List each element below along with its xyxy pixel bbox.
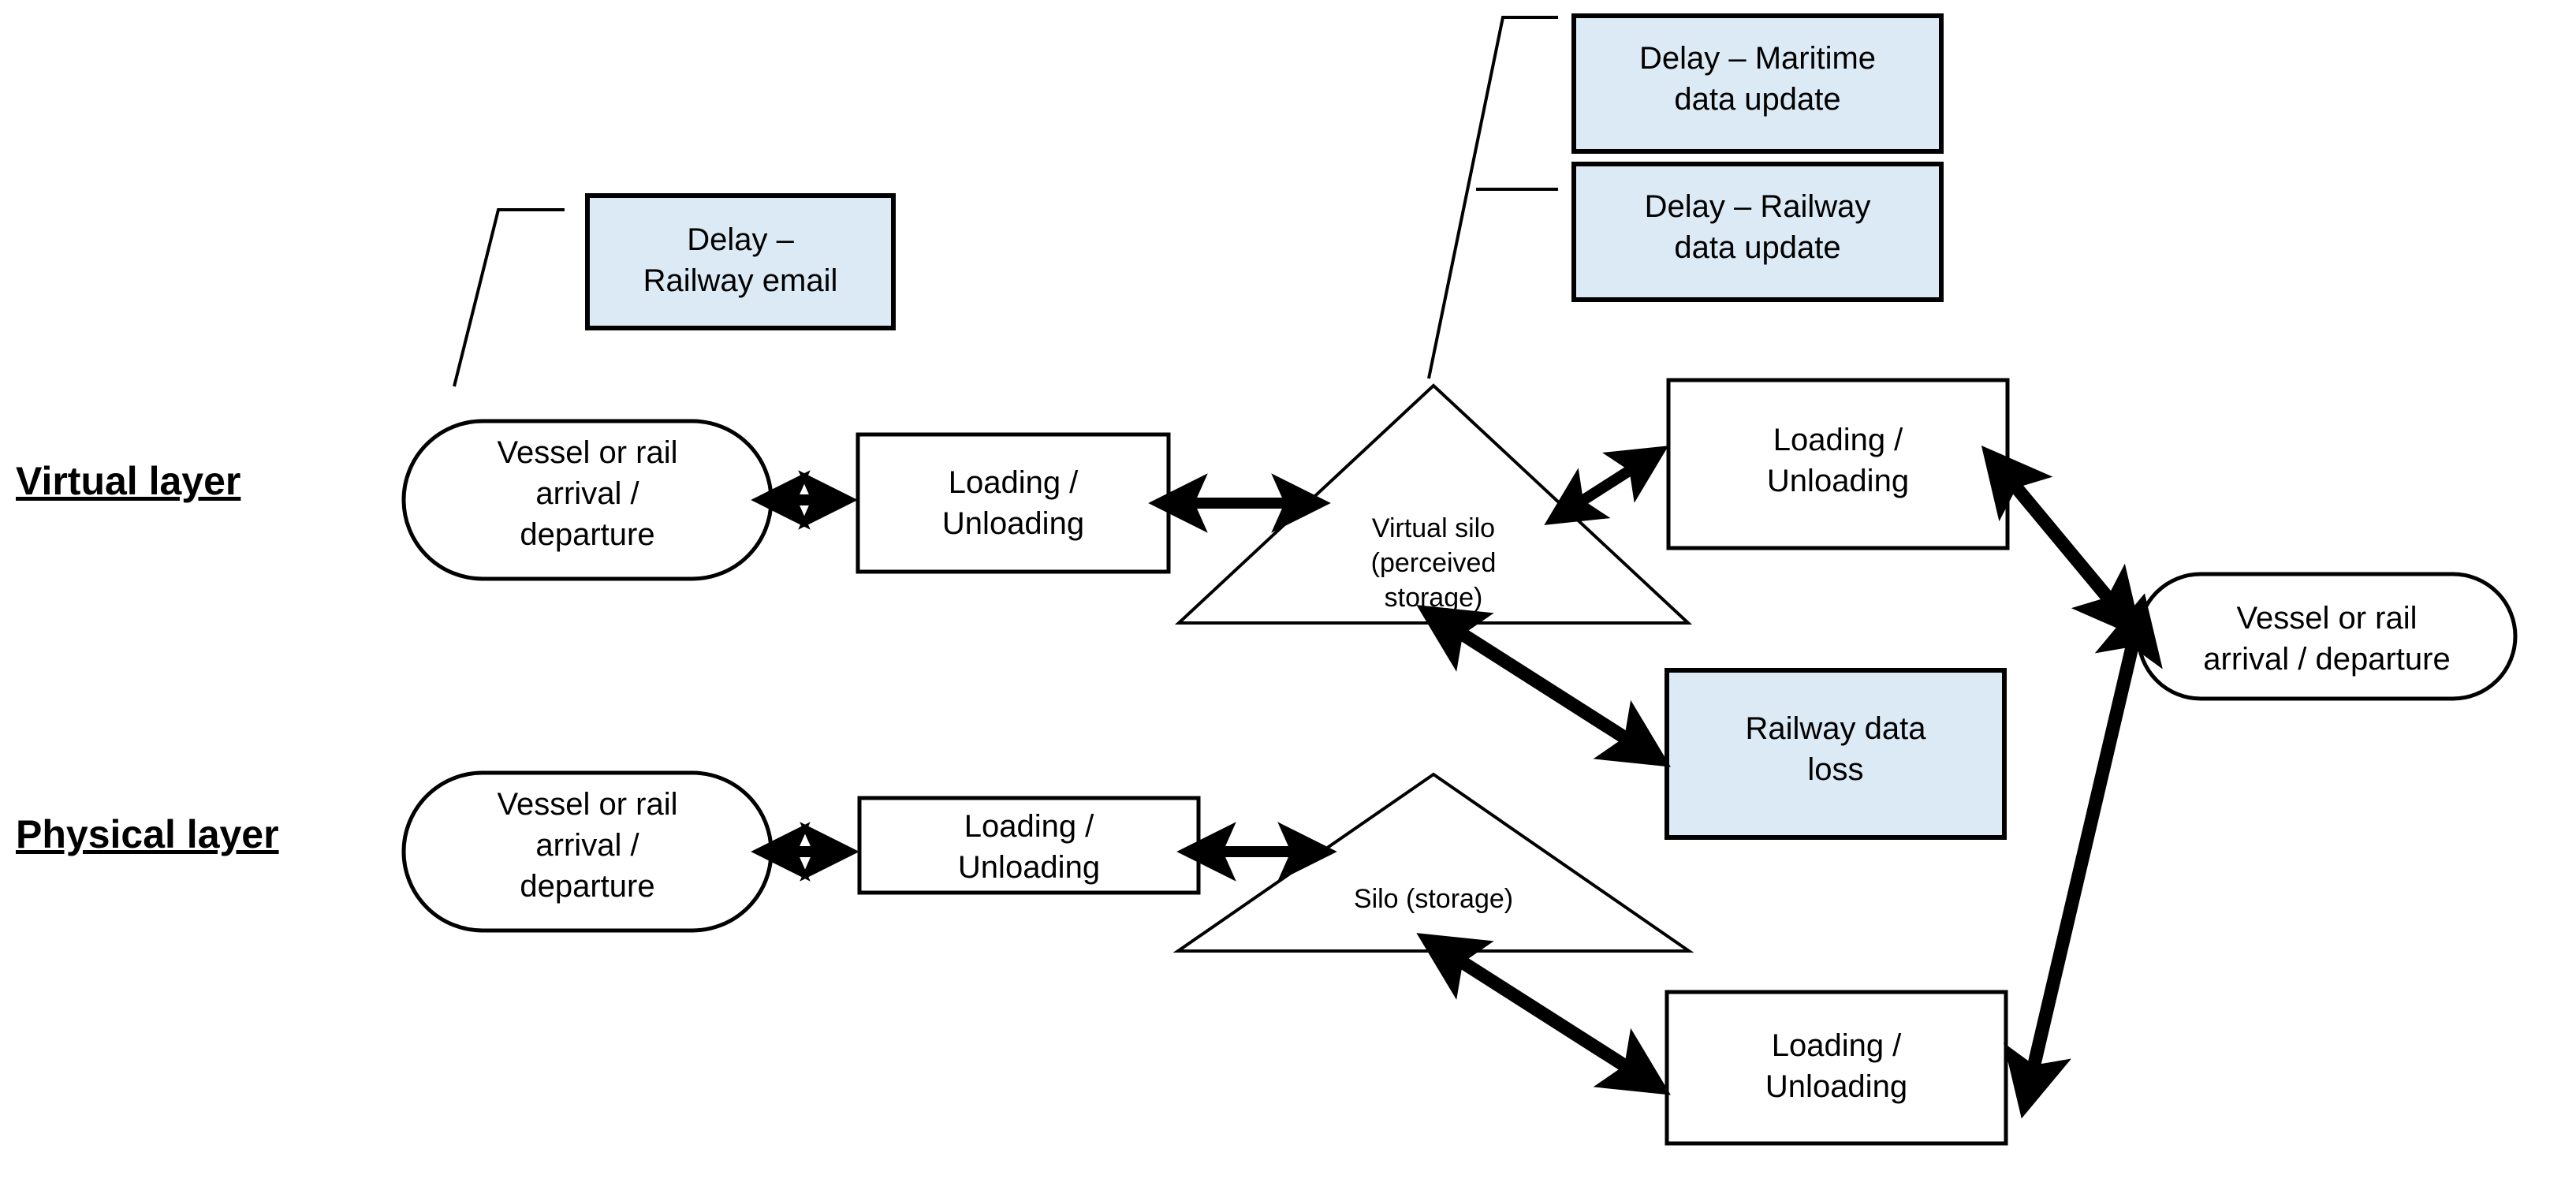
text-line: Unloading (941, 506, 1085, 541)
text-line: Unloading (957, 850, 1101, 885)
railway-data-loss-label: Railway data loss (1667, 708, 2004, 790)
text-line: Vessel or rail (2236, 601, 2418, 636)
virtual-silo-label: Virtual silo (perceived storage) (1277, 511, 1590, 616)
text-line: Silo (storage) (1353, 884, 1514, 914)
physical-arrival-label: Vessel or rail arrival / departure (404, 784, 771, 907)
text-line: Vessel or rail (497, 435, 678, 470)
text-line: Unloading (1766, 464, 1910, 498)
text-line: Railway email (643, 263, 838, 298)
layer-label-physical: Physical layer (16, 812, 279, 856)
departure-label: Vessel or rail arrival / departure (2138, 598, 2515, 680)
text-line: loss (1807, 752, 1864, 787)
text-line: Delay – Railway (1644, 189, 1871, 224)
physical-loading-right-label: Loading / Unloading (1667, 1025, 2006, 1107)
physical-loading-right-box (1665, 990, 2008, 1146)
callout-line-railway-email (453, 208, 565, 387)
text-line: Loading / (1771, 1028, 1902, 1063)
layer-label-virtual: Virtual layer (16, 459, 241, 503)
text-line: departure (520, 869, 655, 904)
arrow-virtual-silo-data-loss (1416, 605, 1671, 767)
text-line: Loading / (948, 465, 1079, 500)
physical-silo-label: Silo (storage) (1277, 882, 1590, 916)
delay-maritime-update-box (1571, 13, 1944, 154)
text-line: data update (1674, 82, 1841, 117)
text-line: departure (520, 517, 655, 552)
text-line: storage) (1384, 583, 1483, 614)
text-line: arrival / (535, 828, 639, 863)
text-line: Loading / (964, 809, 1094, 844)
delay-maritime-update-label: Delay – Maritime data update (1574, 38, 1941, 120)
virtual-arrival-label: Vessel or rail arrival / departure (404, 432, 771, 555)
virtual-loading-left-label: Loading / Unloading (858, 462, 1169, 544)
text-line: (perceived (1370, 548, 1497, 579)
text-line: arrival / (535, 476, 639, 511)
text-line: Vessel or rail (497, 787, 678, 822)
delay-railway-email-box (585, 193, 896, 330)
text-line: Unloading (1765, 1069, 1908, 1104)
delay-railway-update-box (1571, 162, 1944, 302)
text-line: Delay – (687, 222, 794, 257)
virtual-loading-right-label: Loading / Unloading (1668, 420, 2007, 502)
virtual-loading-left-box (856, 432, 1171, 574)
text-line: Virtual silo (1371, 513, 1496, 543)
arrow-physical-loading-right-departure (2003, 593, 2163, 1119)
arrow-physical-silo-loading-right (1416, 933, 1671, 1095)
physical-loading-left-label: Loading / Unloading (859, 806, 1199, 888)
text-line: data update (1674, 230, 1841, 265)
arrow-virtual-loading-right-departure (1981, 445, 2143, 640)
text-line: Railway data (1745, 711, 1926, 746)
physical-silo-triangle (1172, 772, 1694, 953)
delay-railway-email-label: Delay – Railway email (587, 219, 893, 301)
text-line: Delay – Maritime (1638, 41, 1877, 76)
arrow-virtual-silo-loading-right (1544, 446, 1669, 525)
text-line: Loading / (1773, 423, 1903, 457)
callout-line-maritime-update (1427, 16, 1558, 379)
text-line: arrival / departure (2203, 642, 2451, 677)
delay-railway-update-label: Delay – Railway data update (1574, 186, 1941, 268)
